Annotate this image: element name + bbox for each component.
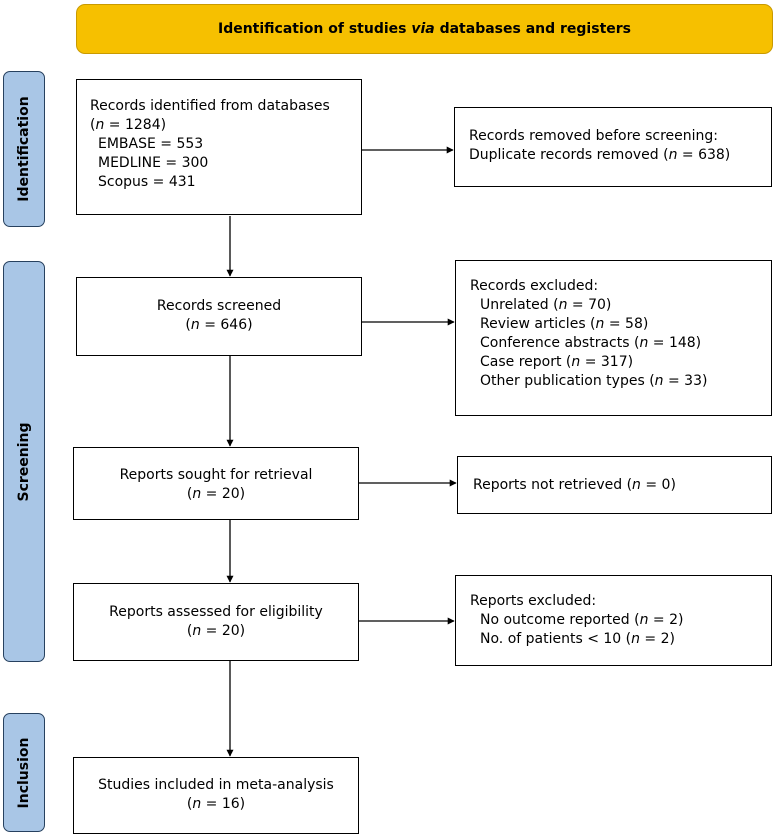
studies-included-title: Studies included in meta-analysis [98, 777, 334, 793]
reports-not-retrieved: Reports not retrieved (n = 0) [473, 477, 676, 493]
reports-assessed-title: Reports assessed for eligibility [109, 604, 323, 620]
duplicates-removed: Duplicate records removed (n = 638) [469, 147, 731, 163]
records-screened-box: Records screened (n = 646) [76, 277, 362, 356]
phase-identification: Identification [3, 71, 45, 227]
source-scopus: Scopus = 431 [98, 174, 196, 190]
reports-sought-title: Reports sought for retrieval [119, 467, 313, 483]
source-embase: EMBASE = 553 [98, 136, 204, 152]
studies-included-box: Studies included in meta-analysis (n = 1… [73, 757, 359, 834]
reports-sought-count: (n = 20) [186, 486, 246, 502]
excluded-conference-abstracts: Conference abstracts (n = 148) [480, 335, 702, 351]
identification-header: Identification of studies via databases … [76, 4, 773, 54]
records-removed-box: Records removed before screening: Duplic… [454, 107, 772, 187]
reports-sought-box: Reports sought for retrieval (n = 20) [73, 447, 359, 520]
studies-included-count: (n = 16) [186, 796, 246, 812]
records-screened-title: Records screened [156, 298, 282, 314]
records-excluded-title: Records excluded: [470, 278, 599, 294]
reports-assessed-box: Reports assessed for eligibility (n = 20… [73, 583, 359, 661]
excluded-few-patients: No. of patients < 10 (n = 2) [480, 631, 675, 647]
reports-assessed-count: (n = 20) [186, 623, 246, 639]
records-removed-title: Records removed before screening: [469, 128, 719, 144]
records-identified-box: Records identified from databases (n = 1… [76, 79, 362, 215]
records-excluded-box: Records excluded: Unrelated (n = 70) Rev… [455, 260, 772, 416]
excluded-no-outcome: No outcome reported (n = 2) [480, 612, 684, 628]
phase-screening: Screening [3, 261, 45, 662]
phase-inclusion: Inclusion [3, 713, 45, 832]
reports-not-retrieved-box: Reports not retrieved (n = 0) [457, 456, 772, 514]
source-medline: MEDLINE = 300 [98, 155, 209, 171]
excluded-case-report: Case report (n = 317) [480, 354, 634, 370]
records-screened-count: (n = 646) [185, 317, 253, 333]
header-text: Identification of studies via databases … [217, 21, 631, 37]
records-identified-count: (n = 1284) [90, 117, 167, 133]
reports-excluded-box: Reports excluded: No outcome reported (n… [455, 575, 772, 666]
excluded-unrelated: Unrelated (n = 70) [480, 297, 612, 313]
excluded-other-publication-types: Other publication types (n = 33) [480, 373, 708, 389]
reports-excluded-title: Reports excluded: [470, 593, 597, 609]
excluded-review-articles: Review articles (n = 58) [480, 316, 649, 332]
records-identified-title: Records identified from databases [90, 98, 330, 114]
